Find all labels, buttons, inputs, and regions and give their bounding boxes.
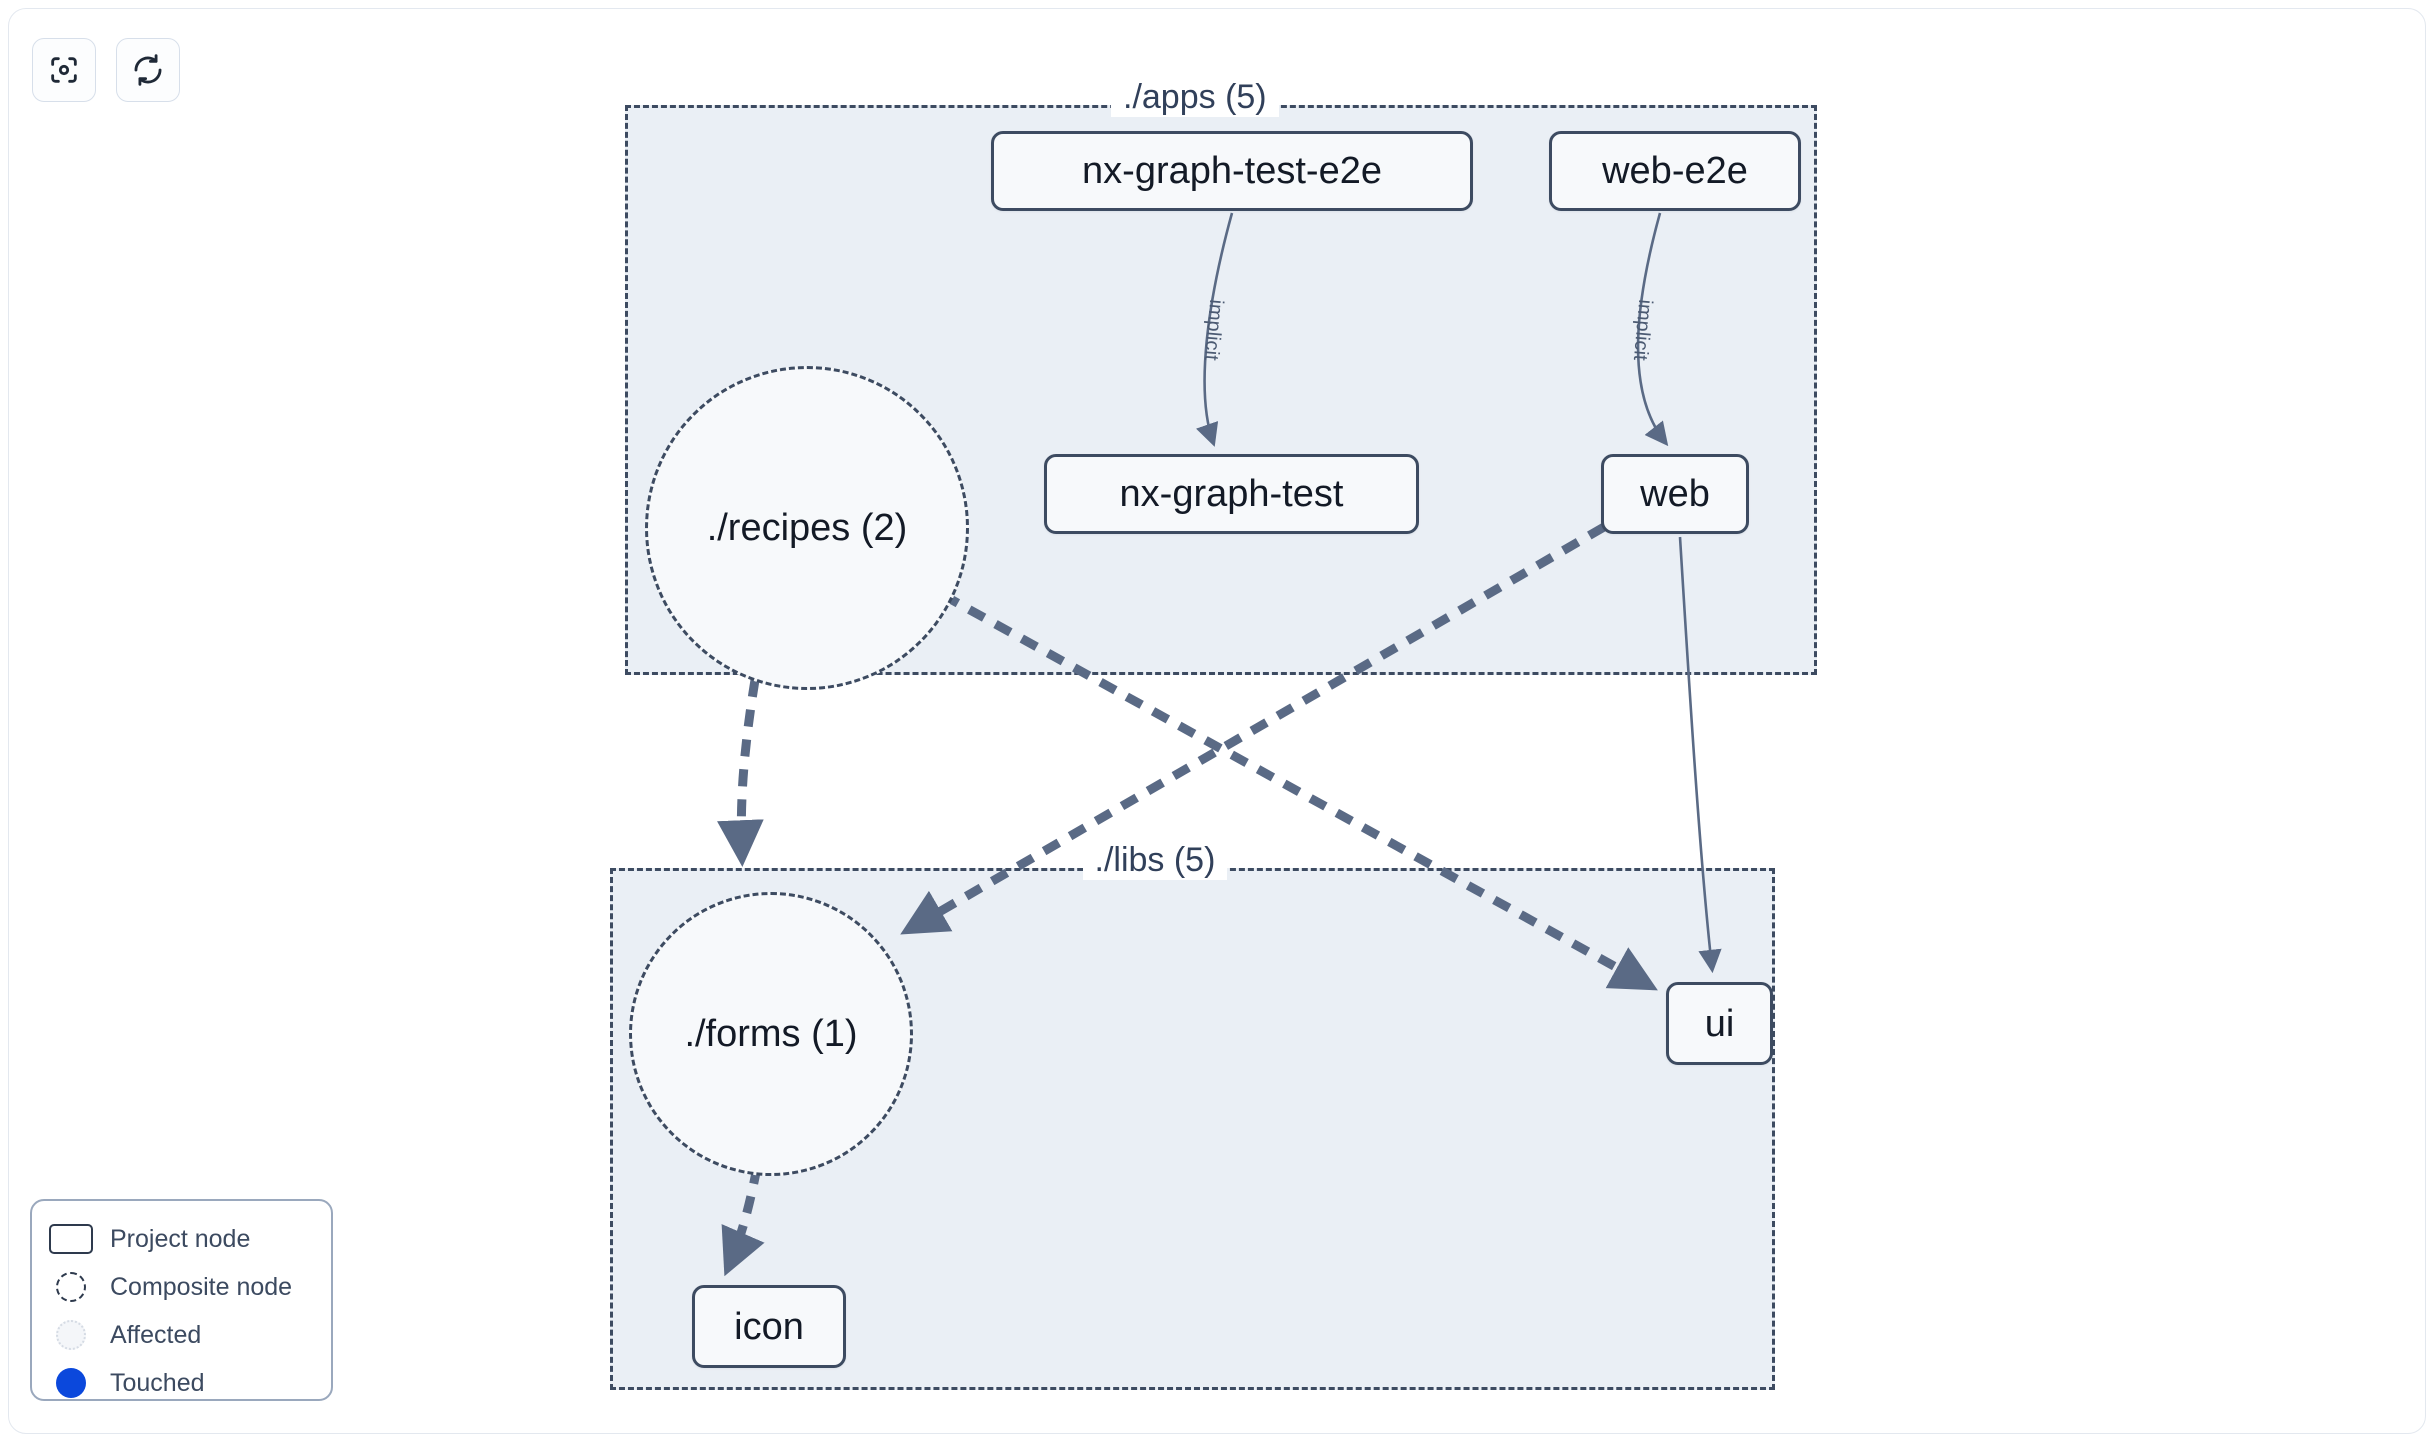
node-label: nx-graph-test [1119, 473, 1344, 515]
affected-swatch [48, 1320, 94, 1350]
legend-label: Composite node [110, 1273, 293, 1301]
graph-toolbar [32, 38, 180, 102]
graph-legend: Project node Composite node Affected Tou… [30, 1199, 333, 1401]
legend-item-affected: Affected [48, 1311, 315, 1359]
node-label: ./recipes (2) [706, 507, 908, 549]
refresh-button[interactable] [116, 38, 180, 102]
group-label-apps: ./apps (5) [1111, 77, 1279, 117]
focus-target-button[interactable] [32, 38, 96, 102]
edge-label-implicit-1: implicit [1199, 298, 1228, 362]
legend-item-touched: Touched [48, 1359, 315, 1407]
edge-label-implicit-2: implicit [1628, 298, 1657, 362]
node-label: ./forms (1) [684, 1013, 858, 1055]
legend-label: Touched [110, 1369, 205, 1397]
edge-recipes-to-forms [717, 679, 764, 867]
graph-node-nx-graph-test-e2e[interactable]: nx-graph-test-e2e [991, 131, 1473, 211]
refresh-icon [131, 53, 165, 87]
group-label-libs: ./libs (5) [1082, 840, 1228, 880]
graph-node-recipes[interactable]: ./recipes (2) [645, 366, 969, 690]
graph-node-web[interactable]: web [1601, 454, 1749, 534]
focus-target-icon [47, 53, 81, 87]
legend-item-project-node: Project node [48, 1215, 315, 1263]
legend-label: Affected [110, 1321, 202, 1349]
legend-label: Project node [110, 1225, 251, 1253]
node-label: nx-graph-test-e2e [1082, 150, 1382, 192]
composite-node-swatch [48, 1272, 94, 1302]
node-label: ui [1704, 1002, 1735, 1045]
graph-node-icon[interactable]: icon [692, 1285, 846, 1368]
graph-node-web-e2e[interactable]: web-e2e [1549, 131, 1801, 211]
graph-node-nx-graph-test[interactable]: nx-graph-test [1044, 454, 1419, 534]
legend-item-composite-node: Composite node [48, 1263, 315, 1311]
graph-node-forms[interactable]: ./forms (1) [629, 892, 913, 1176]
node-label: web-e2e [1602, 150, 1748, 192]
node-label: icon [734, 1305, 804, 1348]
graph-node-ui[interactable]: ui [1666, 982, 1773, 1065]
touched-swatch [48, 1368, 94, 1398]
node-label: web [1640, 473, 1710, 515]
project-node-swatch [48, 1224, 94, 1254]
